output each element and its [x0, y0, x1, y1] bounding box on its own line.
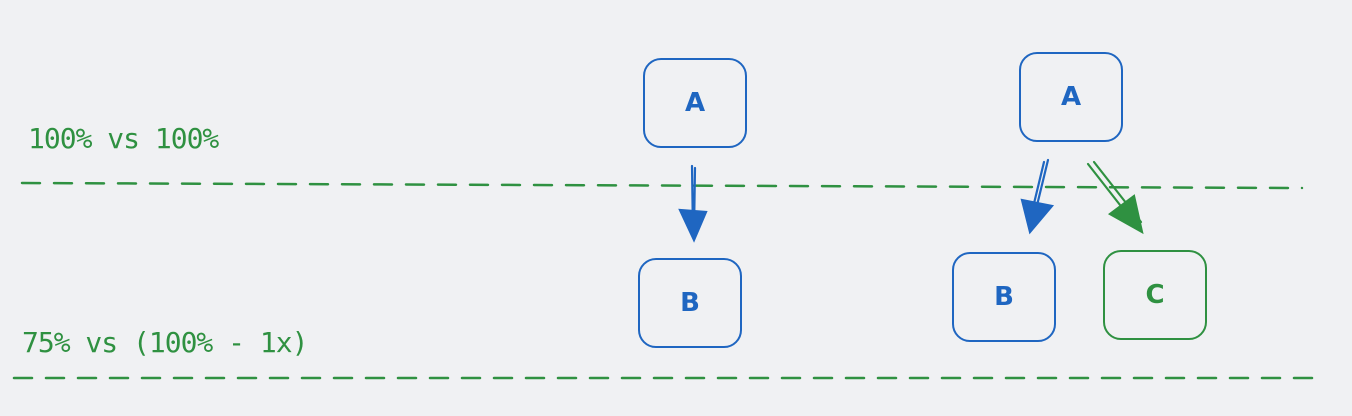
right-node-c-label: C: [1145, 280, 1165, 310]
right-node-a-label: A: [1060, 82, 1082, 112]
left-node-a-label: A: [684, 88, 706, 118]
arrow-right-a-to-c: [1086, 160, 1144, 235]
right-node-c: C: [1103, 250, 1207, 340]
left-node-b: B: [638, 258, 742, 348]
left-node-b-label: B: [680, 288, 700, 318]
arrow-left-a-to-b: [678, 164, 708, 243]
arrow-right-a-to-b: [1020, 158, 1055, 235]
label-75-vs-100-minus-1x: 75% vs (100% - 1x): [22, 326, 308, 359]
separator-line-top: [20, 181, 1304, 190]
right-node-b: B: [952, 252, 1056, 342]
label-100-vs-100: 100% vs 100%: [28, 122, 219, 155]
right-node-b-label: B: [994, 282, 1014, 312]
right-node-a: A: [1019, 52, 1123, 142]
left-node-a: A: [643, 58, 747, 148]
